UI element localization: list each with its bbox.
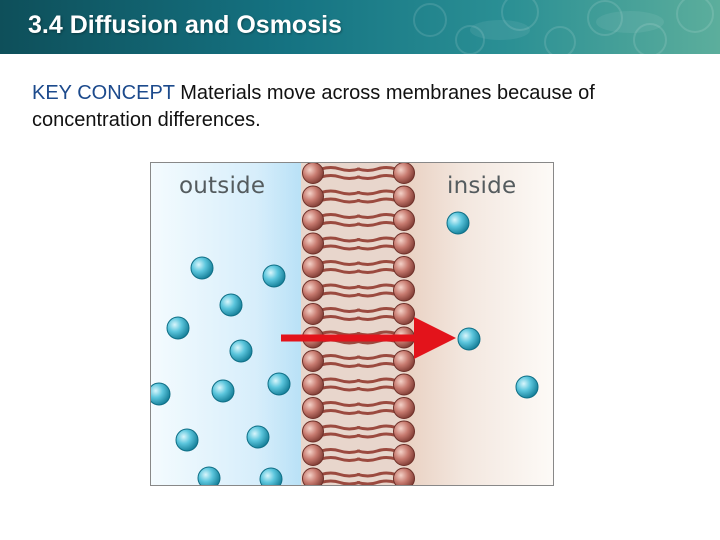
phospholipid-head <box>303 421 324 442</box>
molecule <box>212 380 234 402</box>
diffusion-figure: outside inside <box>150 162 554 486</box>
title-bar: 3.4 Diffusion and Osmosis <box>0 0 720 54</box>
phospholipid-head <box>303 468 324 485</box>
slide-title: 3.4 Diffusion and Osmosis <box>28 11 342 40</box>
phospholipid-head <box>303 210 324 231</box>
phospholipid-head <box>303 233 324 254</box>
phospholipid-head <box>394 445 415 466</box>
phospholipid-head <box>394 374 415 395</box>
molecule <box>516 376 538 398</box>
phospholipid-head <box>303 445 324 466</box>
phospholipid-head <box>394 398 415 419</box>
phospholipid-head <box>303 186 324 207</box>
phospholipid-head <box>394 257 415 278</box>
outside-label: outside <box>179 173 265 199</box>
phospholipid-head <box>303 374 324 395</box>
phospholipid-head <box>394 210 415 231</box>
phospholipid-head <box>303 304 324 325</box>
inside-region <box>406 163 553 485</box>
molecule <box>176 429 198 451</box>
molecule <box>191 257 213 279</box>
phospholipid-head <box>394 186 415 207</box>
molecule <box>447 212 469 234</box>
diffusion-illustration <box>151 163 553 485</box>
phospholipid-head <box>303 257 324 278</box>
phospholipid-head <box>303 163 324 184</box>
molecule <box>260 468 282 485</box>
key-concept-label: KEY CONCEPT <box>32 82 175 104</box>
molecule <box>268 373 290 395</box>
phospholipid-head <box>394 351 415 372</box>
phospholipid-head <box>394 233 415 254</box>
molecule <box>263 265 285 287</box>
molecule <box>198 467 220 485</box>
key-concept: KEY CONCEPT Materials move across membra… <box>32 80 682 134</box>
molecule <box>151 383 170 405</box>
phospholipid-head <box>303 280 324 301</box>
inside-label: inside <box>447 173 516 199</box>
molecule <box>247 426 269 448</box>
phospholipid-head <box>394 468 415 485</box>
phospholipid-head <box>394 280 415 301</box>
molecule <box>458 328 480 350</box>
molecule <box>167 317 189 339</box>
phospholipid-head <box>394 163 415 184</box>
molecule <box>230 340 252 362</box>
molecule <box>220 294 242 316</box>
phospholipid-head <box>394 304 415 325</box>
phospholipid-head <box>394 421 415 442</box>
phospholipid-head <box>303 398 324 419</box>
phospholipid-head <box>303 351 324 372</box>
